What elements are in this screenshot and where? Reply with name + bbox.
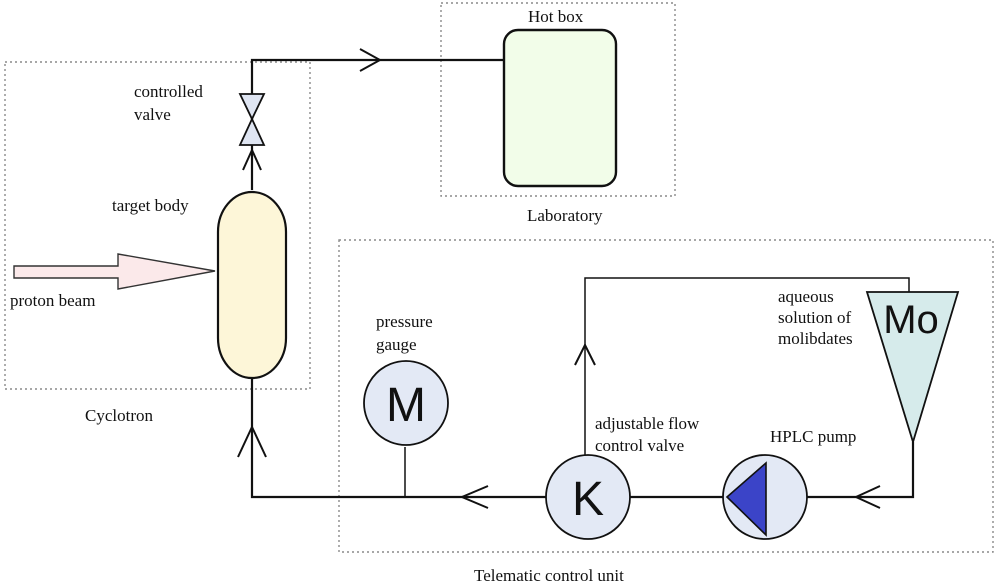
proton-beam-label: proton beam [10,291,95,310]
hot-box-label: Hot box [528,7,584,26]
flow-arrow-left-main [459,485,489,509]
pressure-gauge-symbol: M [386,379,426,432]
telematic-label: Telematic control unit [474,566,624,585]
flow-valve-label-line1: adjustable flow [595,414,700,433]
flow-arrow-up-valve [242,147,262,171]
cyclotron-label: Cyclotron [85,406,153,425]
flow-arrow-up-recirc [574,342,596,366]
solution-label-line1: aqueous [778,287,834,306]
pipe-target-to-hotbox [250,58,504,190]
flow-valve-label-line2: control valve [595,436,684,455]
pipe-recirculation [584,277,910,473]
target-body-vessel[interactable] [216,190,288,380]
cyclotron-group-box [4,61,311,390]
flow-arrow-up-return [237,424,267,458]
solution-label-line2: solution of [778,308,852,327]
telematic-group-box [338,239,994,553]
laboratory-group-box [440,2,676,197]
proton-beam-arrow-icon [13,253,216,290]
pump-direction-triangle-icon [725,461,767,537]
target-body-label: target body [112,196,189,215]
hot-box-container[interactable] [502,28,618,188]
laboratory-label: Laboratory [527,206,603,225]
pressure-gauge-icon[interactable] [363,360,449,446]
pressure-gauge-label-line2: gauge [376,335,417,354]
solution-label-line3: molibdates [778,329,853,348]
molybdate-reservoir-symbol: Mo [883,298,939,342]
flow-control-valve-symbol: K [572,473,604,526]
hplc-pump-label: HPLC pump [770,427,856,446]
flow-control-valve-icon[interactable] [545,454,631,540]
controlled-valve-icon[interactable] [238,93,266,146]
controlled-valve-label-line1: controlled [134,82,203,101]
pressure-gauge-label-line1: pressure [376,312,433,331]
molybdate-reservoir-icon[interactable] [865,291,960,446]
flow-arrow-left-pump [853,485,881,509]
flow-arrow-right [359,48,383,72]
controlled-valve-label-line2: valve [134,105,171,124]
